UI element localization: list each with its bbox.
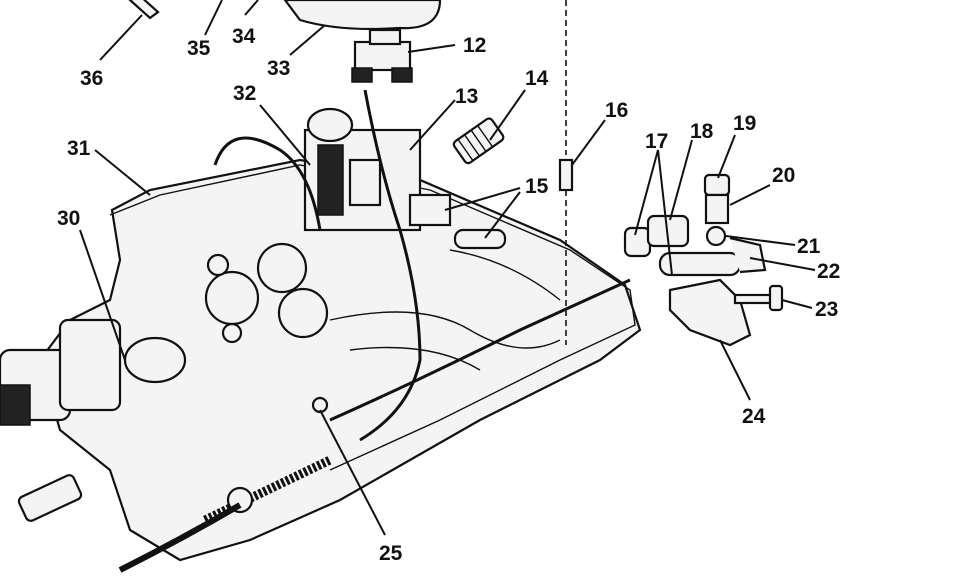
bolt-25 xyxy=(311,396,329,414)
vacuum-hose xyxy=(213,136,322,231)
callout-19: 19 xyxy=(733,112,756,135)
lower-fitting xyxy=(17,455,332,573)
intake-runner-line-2 xyxy=(449,249,561,301)
fuel-line-fittings xyxy=(623,173,767,277)
mounting-bracket xyxy=(668,278,752,347)
throttle-body-cover xyxy=(283,0,442,31)
callout-15: 15 xyxy=(525,175,549,198)
callout-12: 12 xyxy=(463,34,486,57)
electrical-connector xyxy=(351,28,413,83)
callout-30: 30 xyxy=(57,207,80,230)
callout-32: 32 xyxy=(233,82,256,105)
callout-23: 23 xyxy=(815,298,838,321)
callout-21: 21 xyxy=(797,235,821,258)
throttle-bores xyxy=(204,242,329,344)
callout-33: 33 xyxy=(267,57,290,80)
intake-runners xyxy=(329,311,561,349)
callout-16: 16 xyxy=(605,99,628,122)
wire-harness xyxy=(359,89,422,442)
callout-14: 14 xyxy=(525,67,549,90)
retainer-clip xyxy=(452,117,505,165)
intake-runner-line xyxy=(349,346,481,371)
callout-36: 36 xyxy=(80,67,103,90)
solenoid-assembly xyxy=(303,107,422,232)
callout-labels: 12 13 14 15 16 17 18 19 20 21 22 23 24 2… xyxy=(57,25,840,565)
callout-35: 35 xyxy=(187,37,211,60)
callout-25: 25 xyxy=(379,542,403,565)
callout-34: 34 xyxy=(232,25,256,48)
fuel-line xyxy=(329,278,631,422)
vacuum-fittings xyxy=(408,193,507,250)
callout-18: 18 xyxy=(690,120,714,143)
stud xyxy=(558,0,574,345)
callout-17: 17 xyxy=(645,130,668,153)
manifold-flange xyxy=(109,164,636,471)
callout-20: 20 xyxy=(772,164,795,187)
callout-13: 13 xyxy=(455,85,478,108)
callout-24: 24 xyxy=(742,405,766,428)
callout-22: 22 xyxy=(817,260,840,283)
callout-31: 31 xyxy=(67,137,91,160)
egr-valve-assembly xyxy=(0,318,187,426)
leader-lines xyxy=(79,0,816,536)
bolt xyxy=(733,284,784,312)
